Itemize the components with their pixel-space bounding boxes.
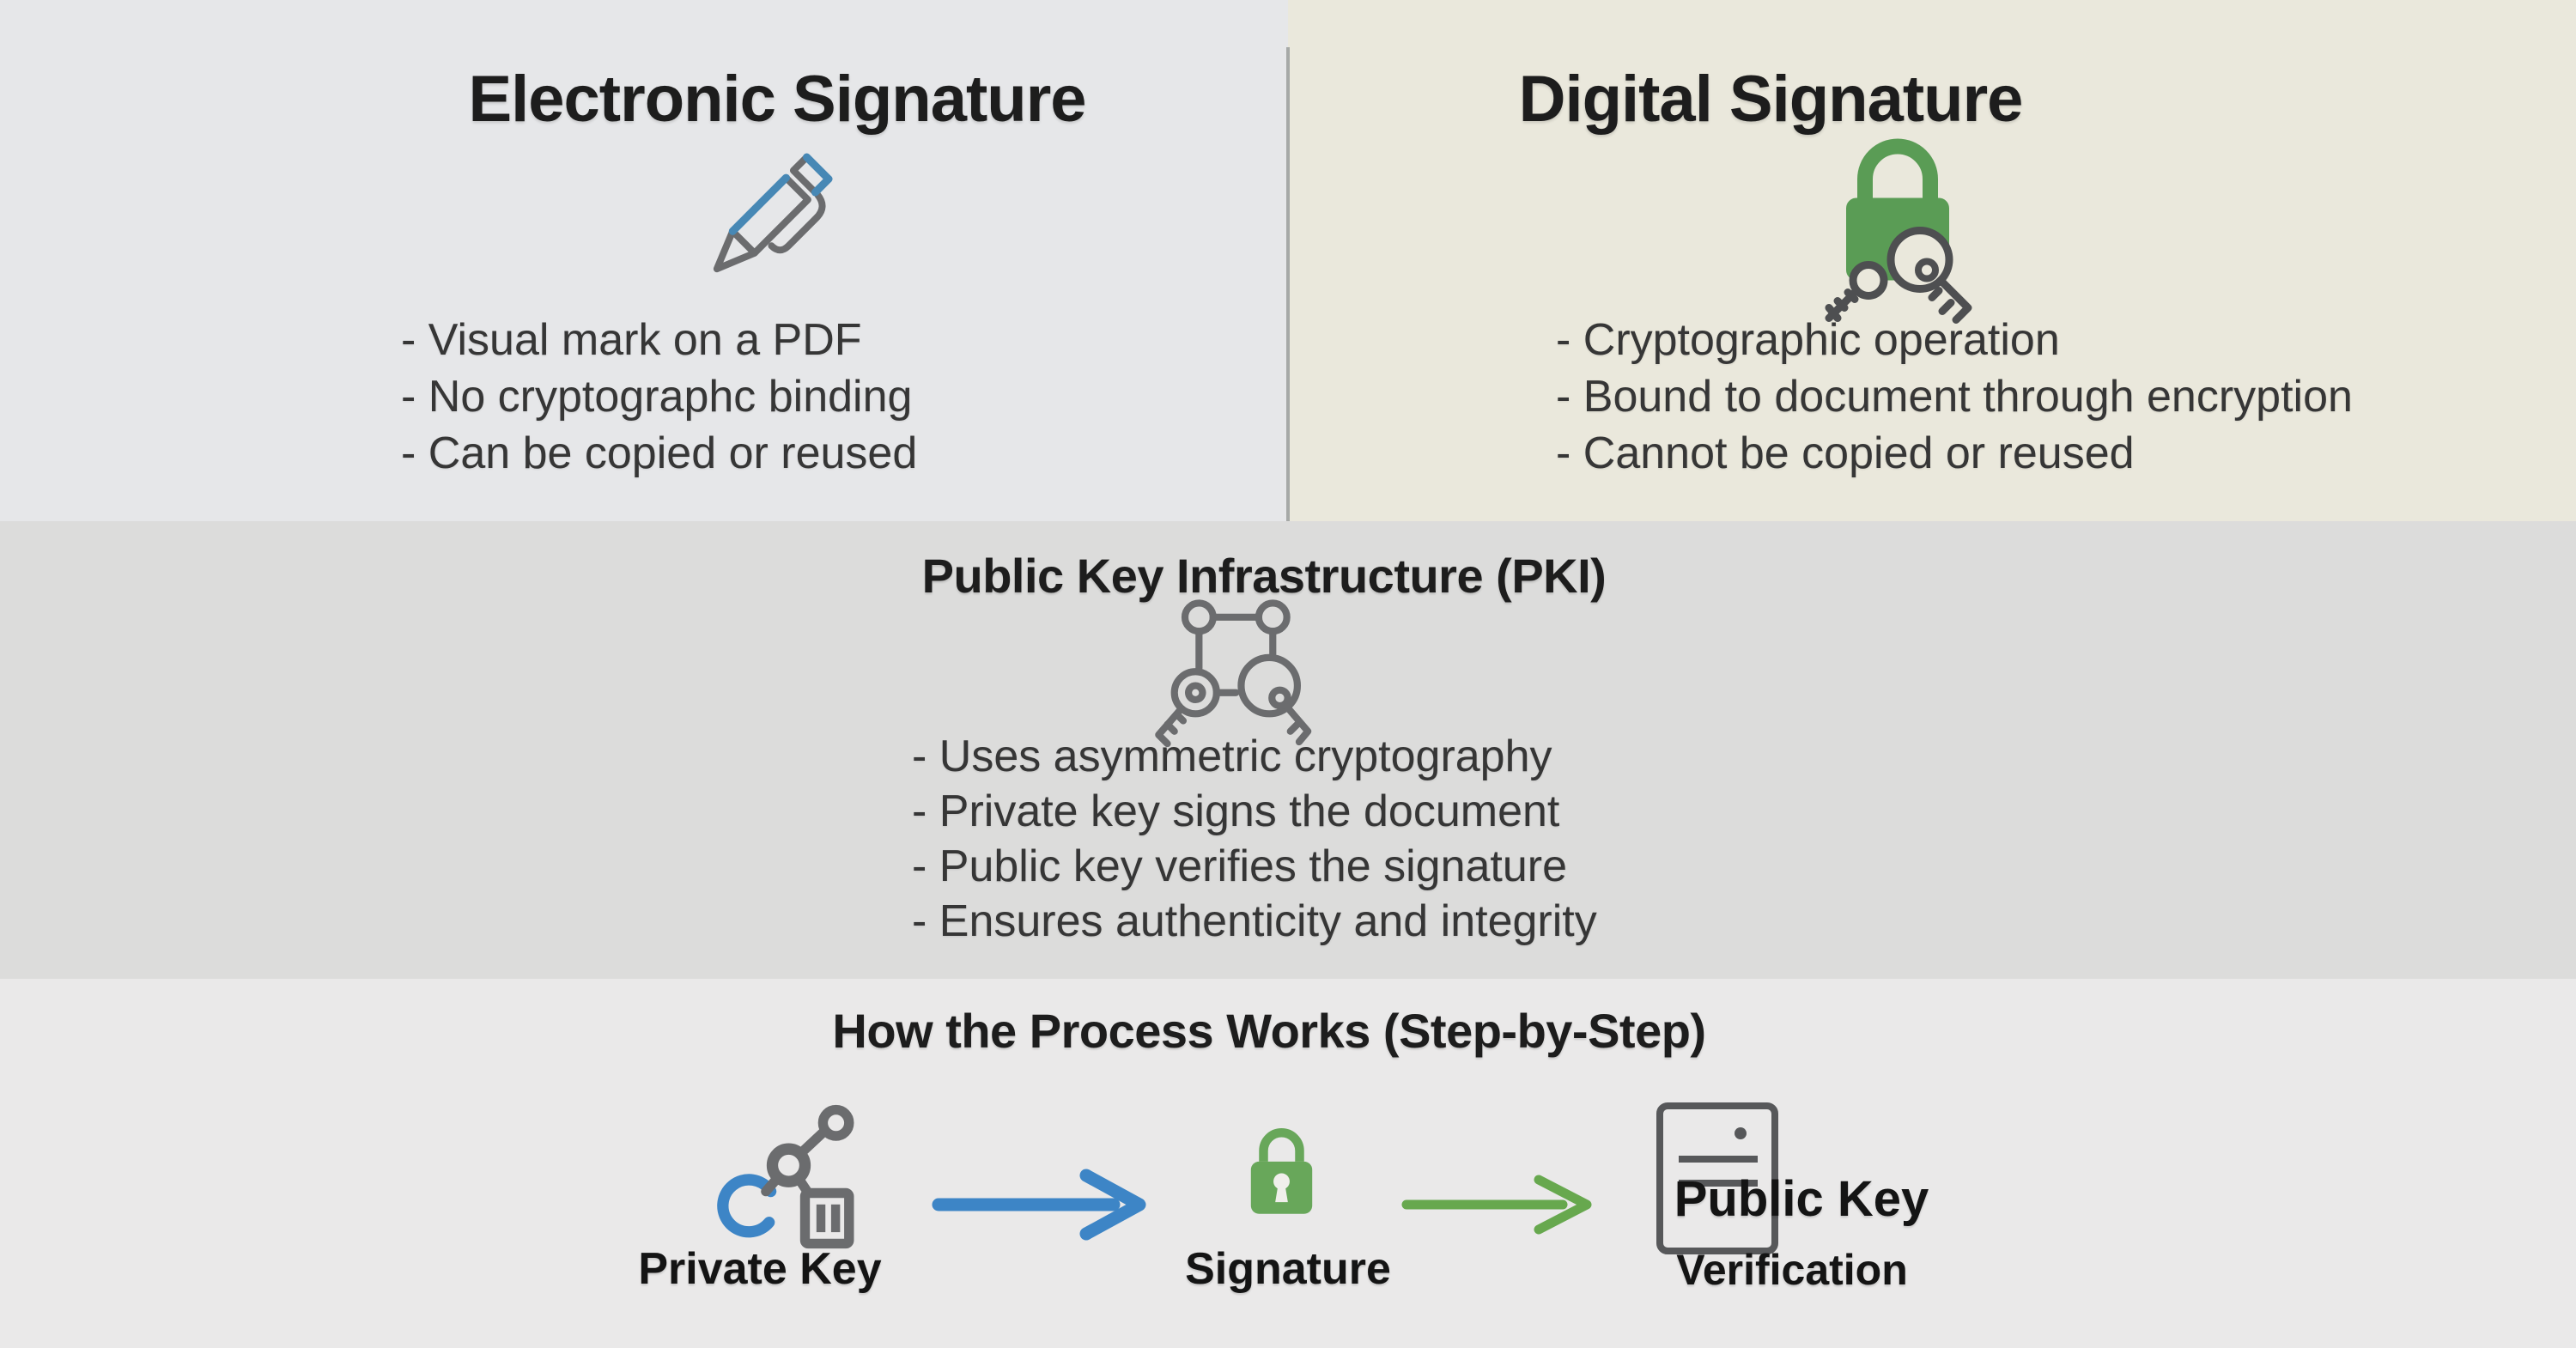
bullet-item: - Private key signs the document <box>912 786 1560 836</box>
signature-label: Signature <box>1185 1244 1391 1294</box>
blue-arrow-icon <box>932 1169 1146 1241</box>
padlock-with-keys-icon <box>1825 138 1972 324</box>
key-network-icon <box>1155 599 1312 748</box>
bullet-item: - Uses asymmetric cryptography <box>912 732 1552 781</box>
public-key-label: Public Key <box>1674 1171 1929 1227</box>
pki-bullets: - Uses asymmetric cryptography - Private… <box>912 729 1597 949</box>
verification-label: Verification <box>1676 1246 1908 1294</box>
electronic-signature-bullets: - Visual mark on a PDF - No cryptographc… <box>401 312 917 482</box>
document-icon <box>1656 1102 1778 1254</box>
digital-signature-panel: Digital Signature - Cryptographic operat… <box>1288 0 2576 521</box>
bullet-item: - Ensures authenticity and integrity <box>912 896 1597 946</box>
padlock-icon <box>1250 1128 1313 1214</box>
pki-title: Public Key Infrastructure (PKI) <box>921 549 1607 603</box>
bullet-item: - Visual mark on a PDF <box>401 315 862 365</box>
private-key-label: Private Key <box>638 1244 882 1294</box>
bullet-item: - No cryptographc binding <box>401 372 913 422</box>
green-arrow-icon <box>1401 1175 1592 1235</box>
digital-signature-bullets: - Cryptographic operation - Bound to doc… <box>1556 312 2353 482</box>
process-title: How the Process Works (Step-by-Step) <box>832 1004 1706 1058</box>
electronic-signature-panel: Electronic Signature - Visual mark on a … <box>0 0 1288 521</box>
panel-divider <box>1286 47 1290 521</box>
bullet-item: - Cannot be copied or reused <box>1556 428 2135 478</box>
private-key-icon <box>717 1104 854 1249</box>
digital-signature-title: Digital Signature <box>1518 63 2024 136</box>
bullet-item: - Bound to document through encryption <box>1556 372 2353 422</box>
pki-section: Public Key Infrastructure (PKI) - Use <box>0 521 2576 979</box>
bullet-item: - Public key verifies the signature <box>912 841 1568 891</box>
pen-icon <box>713 153 833 273</box>
bullet-item: - Cryptographic operation <box>1556 315 2060 365</box>
electronic-signature-title: Electronic Signature <box>468 63 1086 136</box>
bullet-item: - Can be copied or reused <box>401 428 918 478</box>
process-section: How the Process Works (Step-by-Step) Pri… <box>0 979 2576 1348</box>
